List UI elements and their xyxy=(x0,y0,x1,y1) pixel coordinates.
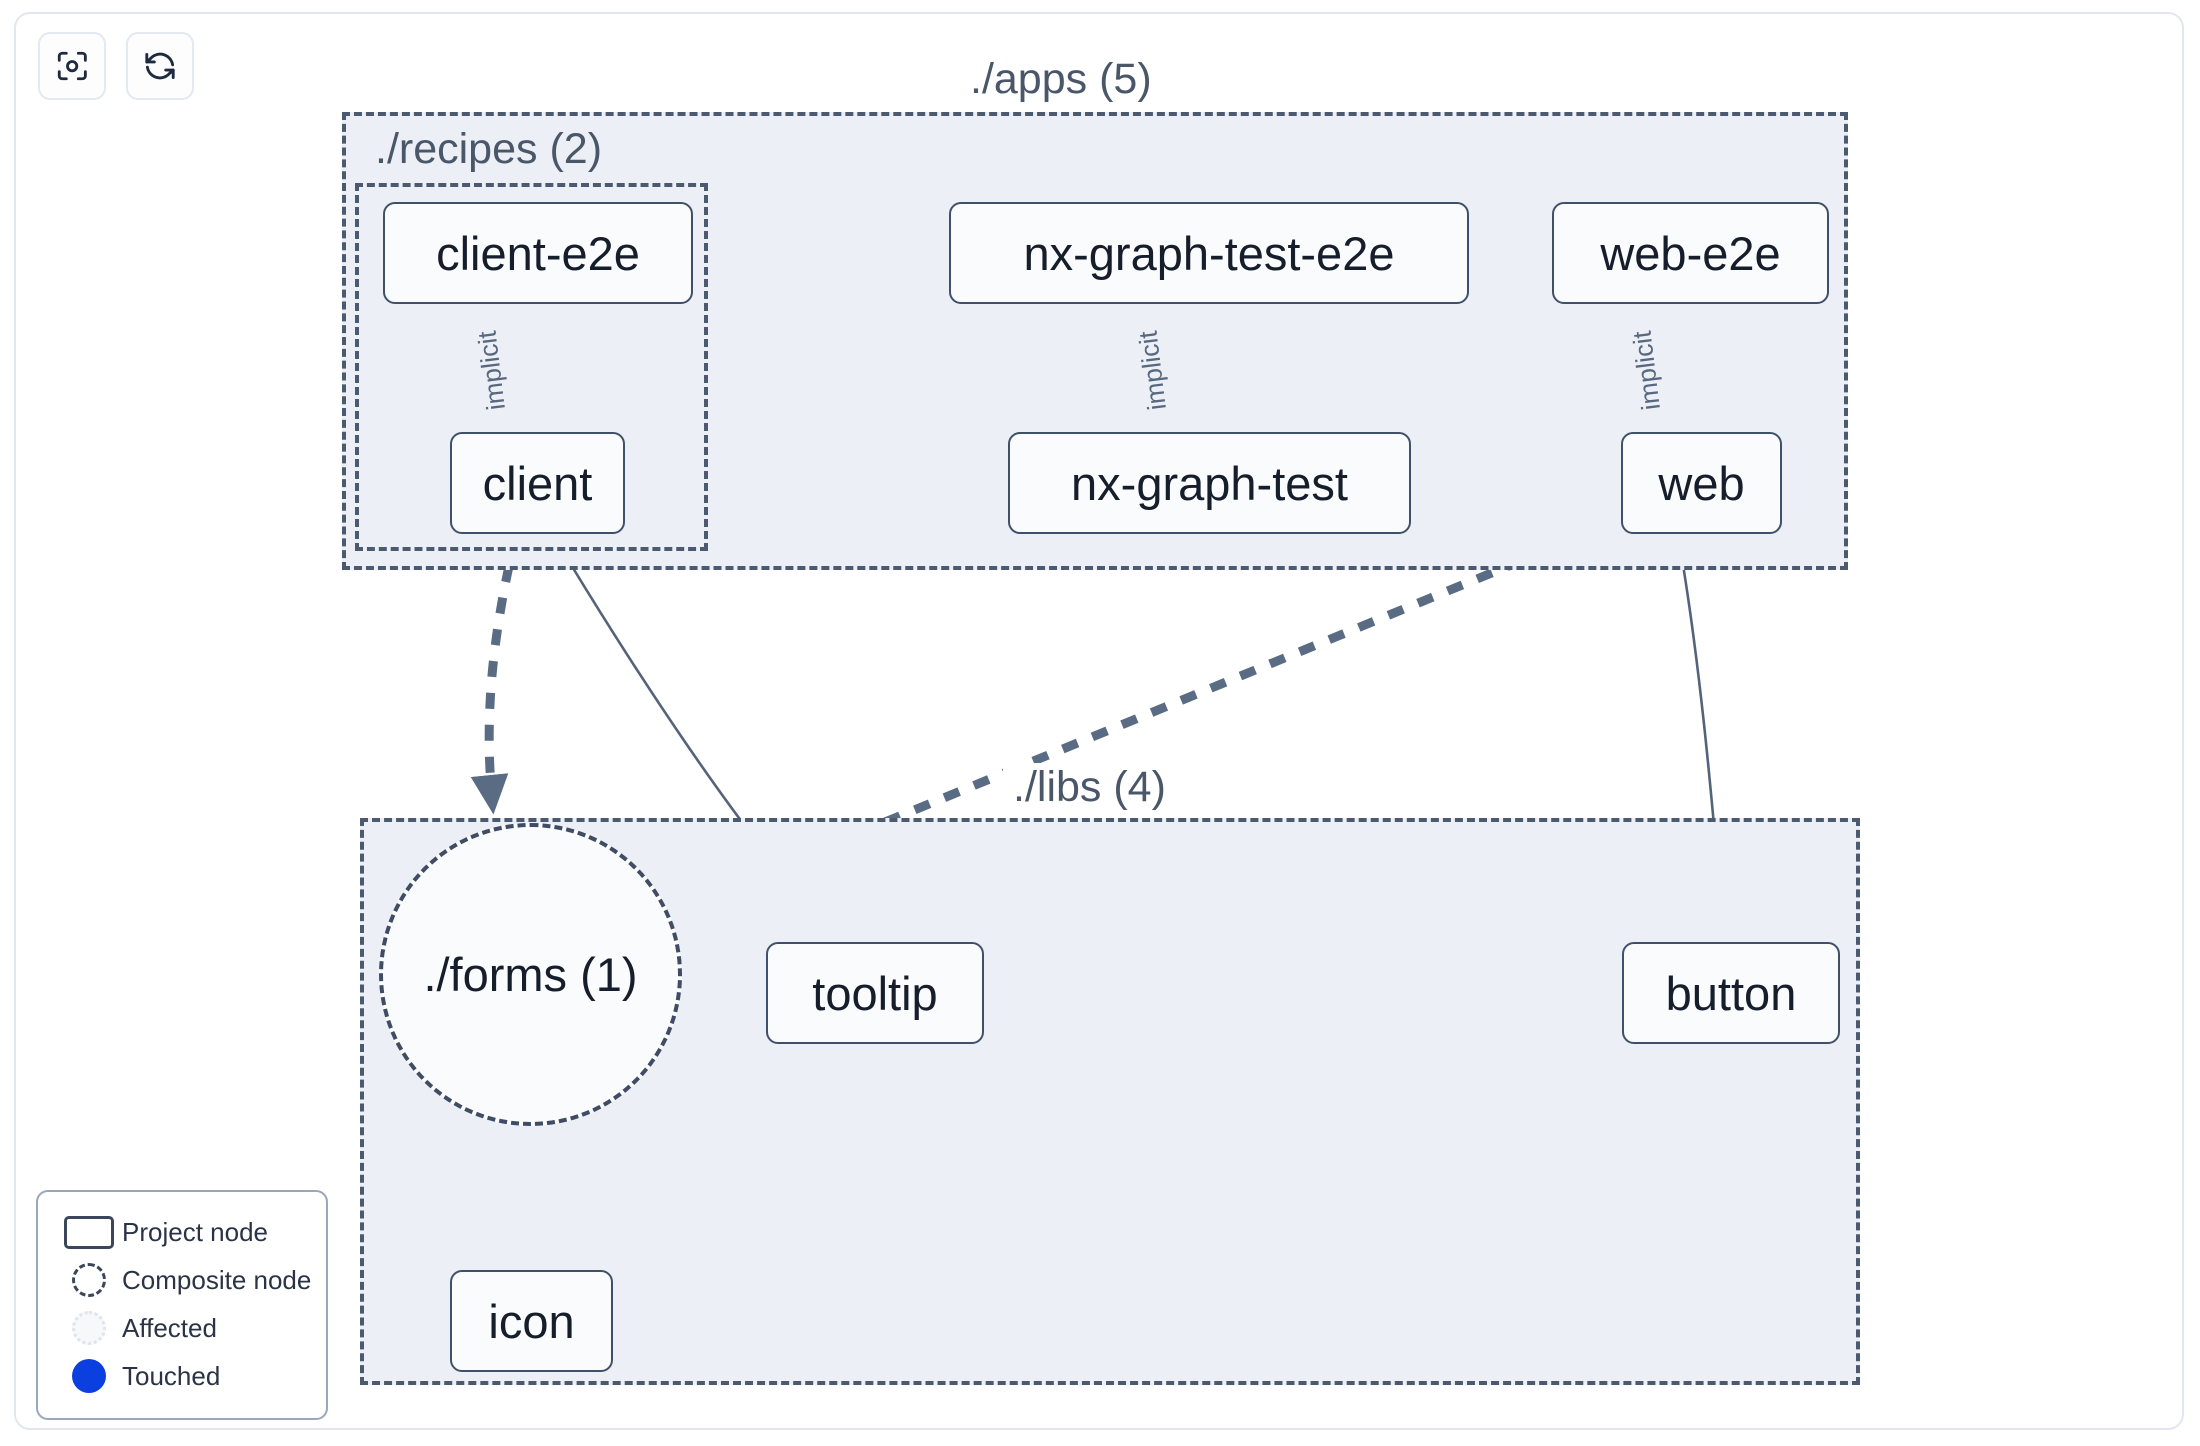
node-web[interactable]: web xyxy=(1621,432,1782,534)
node-client[interactable]: client xyxy=(450,432,625,534)
node-tooltip[interactable]: tooltip xyxy=(766,942,984,1044)
legend-item-project-node: Project node xyxy=(56,1208,308,1256)
legend-item-composite-node: Composite node xyxy=(56,1256,312,1304)
node-nx-graph-test-e2e[interactable]: nx-graph-test-e2e xyxy=(949,202,1469,304)
legend-label-project-node: Project node xyxy=(122,1216,268,1247)
node-web-e2e[interactable]: web-e2e xyxy=(1552,202,1829,304)
refresh-graph-button[interactable] xyxy=(126,32,194,100)
focus-graph-button[interactable] xyxy=(38,32,106,100)
legend-label-composite-node: Composite node xyxy=(122,1264,312,1295)
project-node-symbol-icon xyxy=(56,1215,122,1249)
node-nx-graph-test[interactable]: nx-graph-test xyxy=(1008,432,1411,534)
touched-symbol-icon xyxy=(56,1359,122,1393)
group-label-apps: ./apps (5) xyxy=(960,55,1162,104)
graph-toolbar xyxy=(38,32,194,100)
refresh-icon xyxy=(145,52,175,80)
legend-label-affected: Affected xyxy=(122,1312,217,1343)
group-label-recipes: ./recipes (2) xyxy=(375,125,603,173)
node-icon[interactable]: icon xyxy=(450,1270,613,1372)
node-button[interactable]: button xyxy=(1622,942,1840,1044)
affected-symbol-icon xyxy=(56,1311,122,1345)
legend-item-affected: Affected xyxy=(56,1304,308,1352)
group-label-libs: ./libs (4) xyxy=(1003,763,1176,812)
legend-item-touched: Touched xyxy=(56,1352,308,1400)
viewfinder-icon xyxy=(57,51,87,81)
graph-legend: Project node Composite node Affected Tou… xyxy=(36,1190,328,1420)
node-client-e2e[interactable]: client-e2e xyxy=(383,202,693,304)
node-forms-composite[interactable]: ./forms (1) xyxy=(379,823,682,1126)
composite-node-symbol-icon xyxy=(56,1263,122,1297)
legend-label-touched: Touched xyxy=(122,1360,221,1391)
